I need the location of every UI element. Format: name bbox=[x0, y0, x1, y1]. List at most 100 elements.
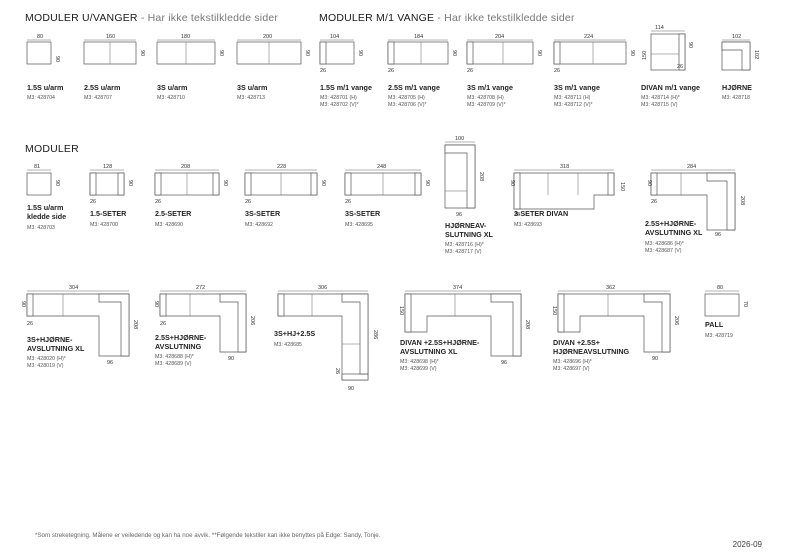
module-code: M3: 428695 bbox=[345, 222, 373, 228]
module-item: 104 90 26 1.5S m/1 vange M3: 428701 (H)M… bbox=[319, 34, 390, 114]
module-arm bbox=[319, 41, 327, 65]
module-code: M3: 428703 bbox=[27, 225, 55, 231]
dim-depth: 102 bbox=[753, 50, 759, 59]
dim-arm: 26 bbox=[388, 68, 394, 74]
module-arm bbox=[212, 172, 220, 196]
module-drawing: 362 150 206 90 bbox=[551, 285, 679, 362]
module-name: 3S-SETER bbox=[245, 209, 281, 218]
dim-depth: 90 bbox=[320, 180, 326, 186]
dim-depth: 70 bbox=[742, 301, 748, 307]
module-item: 272 90 206 90 26 2.5S+HJØRNE-AVSLUTNING … bbox=[150, 284, 265, 384]
edition-date: 2026-09 bbox=[732, 540, 762, 549]
module-arm bbox=[310, 172, 318, 196]
dim-depth: 90 bbox=[536, 50, 542, 56]
section-title-moduler: MODULER bbox=[25, 143, 79, 155]
module-arm bbox=[154, 172, 162, 196]
module-arm bbox=[557, 293, 565, 333]
module-arm bbox=[344, 172, 352, 196]
footnote: *Som streketegning. Målene er veiledende… bbox=[35, 532, 381, 539]
module-back bbox=[721, 41, 751, 71]
module-code: M3: 428714 (H)*M3: 428715 (V) bbox=[641, 95, 680, 108]
module-drawing: 80 90 bbox=[26, 34, 60, 65]
module-back bbox=[219, 293, 247, 353]
dim-width: 80 bbox=[717, 285, 723, 291]
module-back bbox=[490, 293, 522, 357]
module-arm bbox=[159, 293, 167, 317]
module-drawing: 160 90 bbox=[83, 34, 145, 65]
dim-depth: 208 bbox=[478, 172, 484, 181]
module-name: 3S+HJ+2.5S bbox=[274, 329, 316, 338]
module-item: 204 90 26 3S m/1 vange M3: 428708 (H)M3:… bbox=[466, 34, 547, 114]
module-shape bbox=[466, 41, 534, 65]
module-drawing: 374 150 208 96 bbox=[398, 285, 530, 366]
module-item: 248 90 26 3S-SETER M3: 428695 bbox=[344, 164, 435, 244]
module-code: M3: 428020 (H)*M3: 428019 (V) bbox=[27, 356, 66, 369]
module-code: M3: 428708 (H)M3: 428709 (V)* bbox=[467, 95, 506, 108]
dim-arm: 26 bbox=[155, 199, 161, 205]
module-arm bbox=[650, 172, 658, 196]
module-item: 160 90 2.5S u/arm M3: 428707 bbox=[83, 34, 154, 114]
module-code: M3: 428713 bbox=[237, 95, 265, 101]
dim-divan-length: 150 bbox=[642, 51, 648, 60]
module-arm bbox=[89, 172, 97, 196]
dim-width: 362 bbox=[606, 285, 615, 291]
dim-width: 248 bbox=[377, 164, 386, 170]
module-drawing: 272 90 206 90 26 bbox=[153, 285, 255, 362]
dim-depth: 90 bbox=[424, 180, 430, 186]
module-code: M3: 428696 (H)*M3: 428697 (V) bbox=[553, 359, 592, 372]
dim-right-depth: 286 bbox=[372, 330, 378, 339]
dim-width: 224 bbox=[584, 34, 593, 40]
module-name: 2.5S+HJØRNE-AVSLUTNING bbox=[155, 333, 207, 351]
module-item: 318 90 150 26 3-SETER DIVAN M3: 428693 bbox=[508, 164, 628, 244]
module-arm bbox=[244, 172, 252, 196]
module-name: DIVAN +2.5S+HJØRNEAVSLUTNING bbox=[553, 338, 630, 356]
dim-arm: 26 bbox=[514, 212, 520, 218]
module-arm bbox=[404, 293, 412, 333]
dim-seat: 96 bbox=[456, 212, 462, 218]
module-item: 304 90 208 96 26 3S+HJØRNE-AVSLUTNING XL… bbox=[17, 284, 142, 384]
module-arm bbox=[341, 373, 369, 381]
module-name: DIVAN +2.5S+HJØRNE-AVSLUTNING XL bbox=[400, 338, 480, 356]
dim-width: 114 bbox=[655, 25, 664, 31]
module-code: M3: 428710 bbox=[157, 95, 185, 101]
dim-arm: 26 bbox=[677, 64, 683, 70]
dim-arm: 26 bbox=[467, 68, 473, 74]
module-arm bbox=[414, 172, 422, 196]
module-code: M3: 428707 bbox=[84, 95, 112, 101]
dim-width: 272 bbox=[196, 285, 205, 291]
module-name: HJØRNEAV-SLUTNING XL bbox=[445, 221, 493, 239]
dim-depth: 90 bbox=[222, 180, 228, 186]
dim-seat: 96 bbox=[501, 360, 507, 366]
module-item: 80 90 1.5S u/arm M3: 428704 bbox=[26, 34, 87, 114]
module-drawing: 200 90 bbox=[236, 34, 310, 65]
module-arm bbox=[387, 41, 395, 65]
module-code: M3: 428711 (H)M3: 428712 (V)* bbox=[554, 95, 593, 108]
dim-width: 180 bbox=[181, 34, 190, 40]
dim-width: 184 bbox=[414, 34, 423, 40]
section-title-moduler-u-vanger: MODULER U/VANGER - Har ikke tekstilkledd… bbox=[25, 12, 279, 24]
module-drawing: 248 90 26 bbox=[344, 164, 430, 205]
dim-depth: 90 bbox=[54, 180, 60, 186]
dim-width: 160 bbox=[106, 34, 115, 40]
dim-depth: 90 bbox=[139, 50, 145, 56]
module-shape bbox=[387, 41, 449, 65]
module-back bbox=[98, 293, 130, 357]
dim-width: 128 bbox=[103, 164, 112, 170]
dim-right-depth: 206 bbox=[673, 316, 679, 325]
module-drawing: 100 208 96 bbox=[444, 136, 484, 218]
dim-arm: 26 bbox=[27, 321, 33, 327]
dim-right-depth: 208 bbox=[524, 320, 530, 329]
module-item: 100 208 96 HJØRNEAV-SLUTNING XL M3: 4287… bbox=[444, 136, 505, 261]
module-item: 102 102 HJØRNE M3: 428718 bbox=[721, 34, 777, 119]
module-name: 1.5-SETER bbox=[90, 209, 127, 218]
module-name: 2.5S m/1 vange bbox=[388, 83, 440, 92]
dim-seat: 96 bbox=[107, 360, 113, 366]
module-code: M3: 428692 bbox=[245, 222, 273, 228]
dim-width: 200 bbox=[263, 34, 272, 40]
module-drawing: 104 90 26 bbox=[319, 34, 363, 74]
module-code: M3: 428700 bbox=[90, 222, 118, 228]
module-item: 228 90 26 3S-SETER M3: 428692 bbox=[244, 164, 330, 244]
module-back bbox=[444, 144, 476, 209]
module-name: 3S m/1 vange bbox=[554, 83, 600, 92]
module-drawing: 128 90 26 bbox=[89, 164, 133, 205]
